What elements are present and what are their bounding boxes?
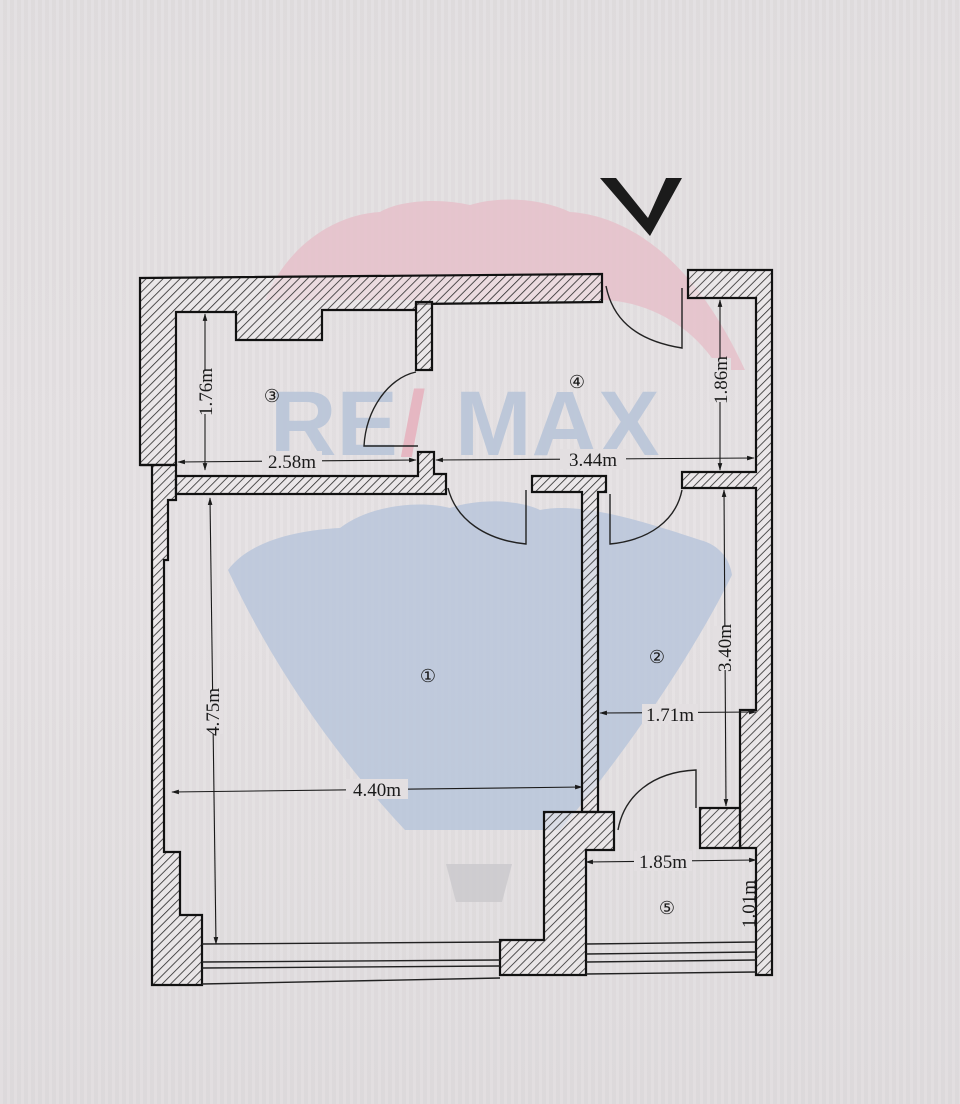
dim-room1-height: 4.75m xyxy=(203,688,224,736)
room-number-5: ⑤ xyxy=(659,898,675,918)
door-room5 xyxy=(617,769,697,831)
room-number-2: ② xyxy=(649,647,665,667)
dim-room3-height: 1.76m xyxy=(196,368,217,416)
door-room3 xyxy=(363,371,418,447)
dim-room1-width: 4.40m xyxy=(353,780,401,801)
door-entrance xyxy=(605,285,683,349)
wall-room3-room1 xyxy=(174,450,448,496)
doors xyxy=(363,285,697,831)
dim-room5-height: 1.01m xyxy=(739,880,760,928)
entrance-arrow-icon xyxy=(600,178,682,236)
door-room1 xyxy=(447,487,527,545)
room-numbers: ③ ④ ① ② ⑤ xyxy=(264,372,675,918)
dim-room2-width: 1.71m xyxy=(646,705,694,726)
balloon-bottom-blue xyxy=(228,501,732,830)
bottom-window-lines xyxy=(201,941,757,985)
dimension-labels: 1.76m 2.58m 3.44m 1.86m 4.75m 4.40m 3.40… xyxy=(194,356,760,928)
walls xyxy=(138,268,774,987)
door-room2 xyxy=(609,489,683,545)
dim-room4-height: 1.86m xyxy=(711,356,732,404)
balloon-basket xyxy=(446,864,512,902)
dim-room3-width: 2.58m xyxy=(268,452,316,473)
wall-left xyxy=(140,463,204,987)
dim-room5-width: 1.85m xyxy=(639,852,687,873)
wall-room1-room5 xyxy=(498,810,616,977)
wall-room2-room5-right xyxy=(698,806,742,850)
room-number-4: ④ xyxy=(569,372,585,392)
dim-room2-height: 3.40m xyxy=(715,624,736,672)
dim-room4-width: 3.44m xyxy=(569,450,617,471)
room-number-3: ③ xyxy=(264,386,280,406)
wall-room3-room4-upper xyxy=(414,300,434,372)
room-number-1: ① xyxy=(420,666,436,686)
